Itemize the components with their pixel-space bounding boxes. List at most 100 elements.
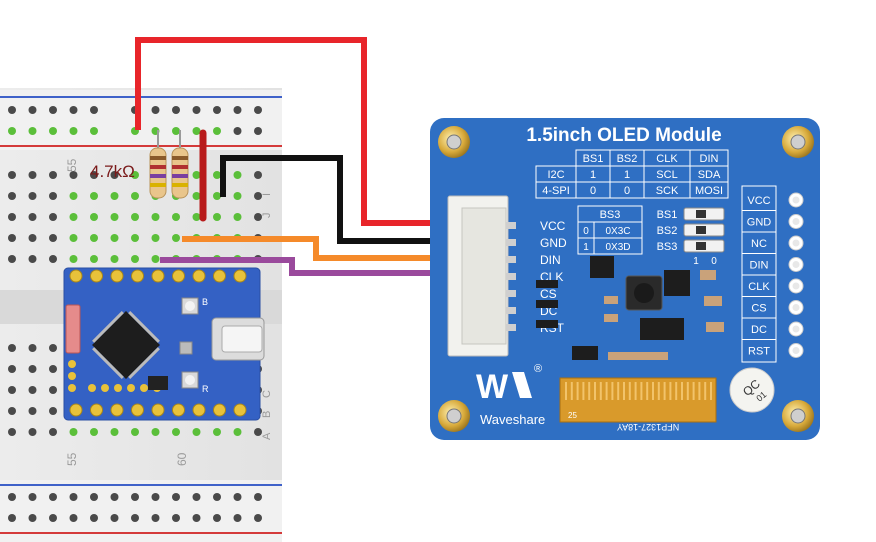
mount-hole-tr-center [790, 134, 806, 150]
breadboard-hole [110, 255, 119, 263]
row-letter-b: B [261, 411, 273, 418]
breadboard-hole [28, 514, 37, 522]
resistor-body [149, 147, 167, 199]
rail-hole [28, 106, 37, 114]
right-pin-hole-center [792, 282, 800, 290]
breadboard-hole [172, 514, 180, 522]
right-pin-hole-center [792, 218, 800, 225]
mcu-side-pad [68, 360, 76, 368]
left-pin-cs: CS [540, 287, 557, 301]
din-wire [182, 236, 512, 261]
resistor-band [150, 183, 166, 187]
rail-hole [151, 106, 160, 114]
breadboard-hole [69, 428, 78, 436]
microcontroller-board: B R [63, 267, 265, 421]
breadboard-hole [28, 213, 37, 221]
rail-hole [213, 106, 221, 114]
resistor-band [150, 165, 166, 169]
left-pin-vcc: VCC [540, 219, 566, 233]
breadboard-hole [110, 493, 119, 501]
mcu-pad [88, 384, 96, 392]
mount-hole-br-center [790, 408, 806, 424]
mcu-bottom-pin [233, 403, 247, 417]
breadboard-hole [49, 213, 57, 221]
breadboard-hole [8, 365, 16, 373]
jst-pin [506, 222, 516, 229]
breadboard-hole [8, 493, 16, 501]
ic-chip [664, 270, 690, 296]
breadboard-hole [233, 428, 242, 436]
breadboard-hole [49, 255, 57, 263]
resistor-smd-2 [536, 300, 558, 308]
breadboard-hole [213, 428, 221, 436]
breadboard-hole [254, 428, 262, 436]
mcu-bottom-pin [172, 403, 185, 417]
right-pin-cs: CS [751, 303, 766, 315]
button-r-cap[interactable] [185, 375, 195, 385]
resistor-band [150, 156, 166, 160]
rail-hole [8, 127, 16, 135]
row-letter-j: J [261, 213, 273, 219]
breadboard-hole [69, 255, 78, 263]
right-pin-dc: DC [751, 324, 767, 336]
qc-sticker [729, 367, 775, 413]
breadboard-hole [90, 493, 98, 501]
column-number-55-top: 55 [65, 158, 79, 172]
mcu-side-pad [68, 384, 76, 392]
resistor-body [171, 147, 189, 199]
breadboard-hole [254, 493, 262, 501]
breadboard-hole [69, 234, 78, 242]
bs3-table-border [577, 205, 643, 255]
right-pin-box [741, 185, 777, 363]
mcu-side-pad [68, 372, 76, 380]
right-pin-rst: RST [748, 346, 770, 358]
top-rail-holes [8, 106, 262, 135]
breadboard-hole [28, 344, 37, 352]
mcu-top-pin [131, 269, 144, 283]
brand-name: Waveshare [480, 412, 545, 427]
mcu-top-pin [110, 269, 124, 283]
breadboard-hole [151, 234, 160, 242]
breadboard-hole [8, 255, 16, 263]
button-b-cap[interactable] [185, 301, 195, 311]
breadboard-hole [110, 171, 119, 179]
waveshare-w-icon: W [476, 368, 509, 406]
jst-pin [506, 256, 516, 263]
fpc-cable [559, 377, 717, 423]
row-letter-i: I [261, 193, 273, 196]
breadboard-hole [49, 365, 57, 373]
mcu-top-pin [172, 269, 185, 283]
rail-hole [69, 127, 78, 135]
rail-hole [28, 127, 37, 135]
breadboard-hole [28, 493, 37, 501]
left-pin-gnd: GND [540, 236, 567, 250]
resistor-smd-1 [536, 280, 558, 288]
right-pin-nc: NC [751, 238, 767, 250]
breadboard-hole [49, 514, 57, 522]
breadboard-hole [90, 171, 98, 179]
breadboard-hole [254, 192, 262, 200]
switch-label-0: BS1 [657, 209, 678, 221]
jst-pin [506, 239, 516, 246]
switch-label-2: BS3 [657, 241, 678, 253]
bs-cell-0-4: SDA [698, 169, 721, 181]
diode-ss [640, 318, 684, 340]
resistor-smd-3 [536, 320, 558, 328]
breadboard-hole [131, 493, 139, 501]
jst-connector-inner [461, 207, 507, 345]
breadboard-hole [192, 514, 201, 522]
column-number-60-bottom: 60 [175, 452, 189, 466]
breadboard-hole [90, 428, 98, 436]
breadboard-hole [131, 234, 139, 242]
button-b-label: B [202, 297, 208, 307]
regulator-chip [148, 376, 168, 390]
waveshare-slash-icon [512, 372, 532, 398]
rail-hole [90, 106, 98, 114]
breadboard-hole [69, 514, 78, 522]
led-strip [65, 304, 81, 354]
gnd-wire [220, 155, 512, 244]
mount-hole-tl-center [446, 134, 462, 150]
